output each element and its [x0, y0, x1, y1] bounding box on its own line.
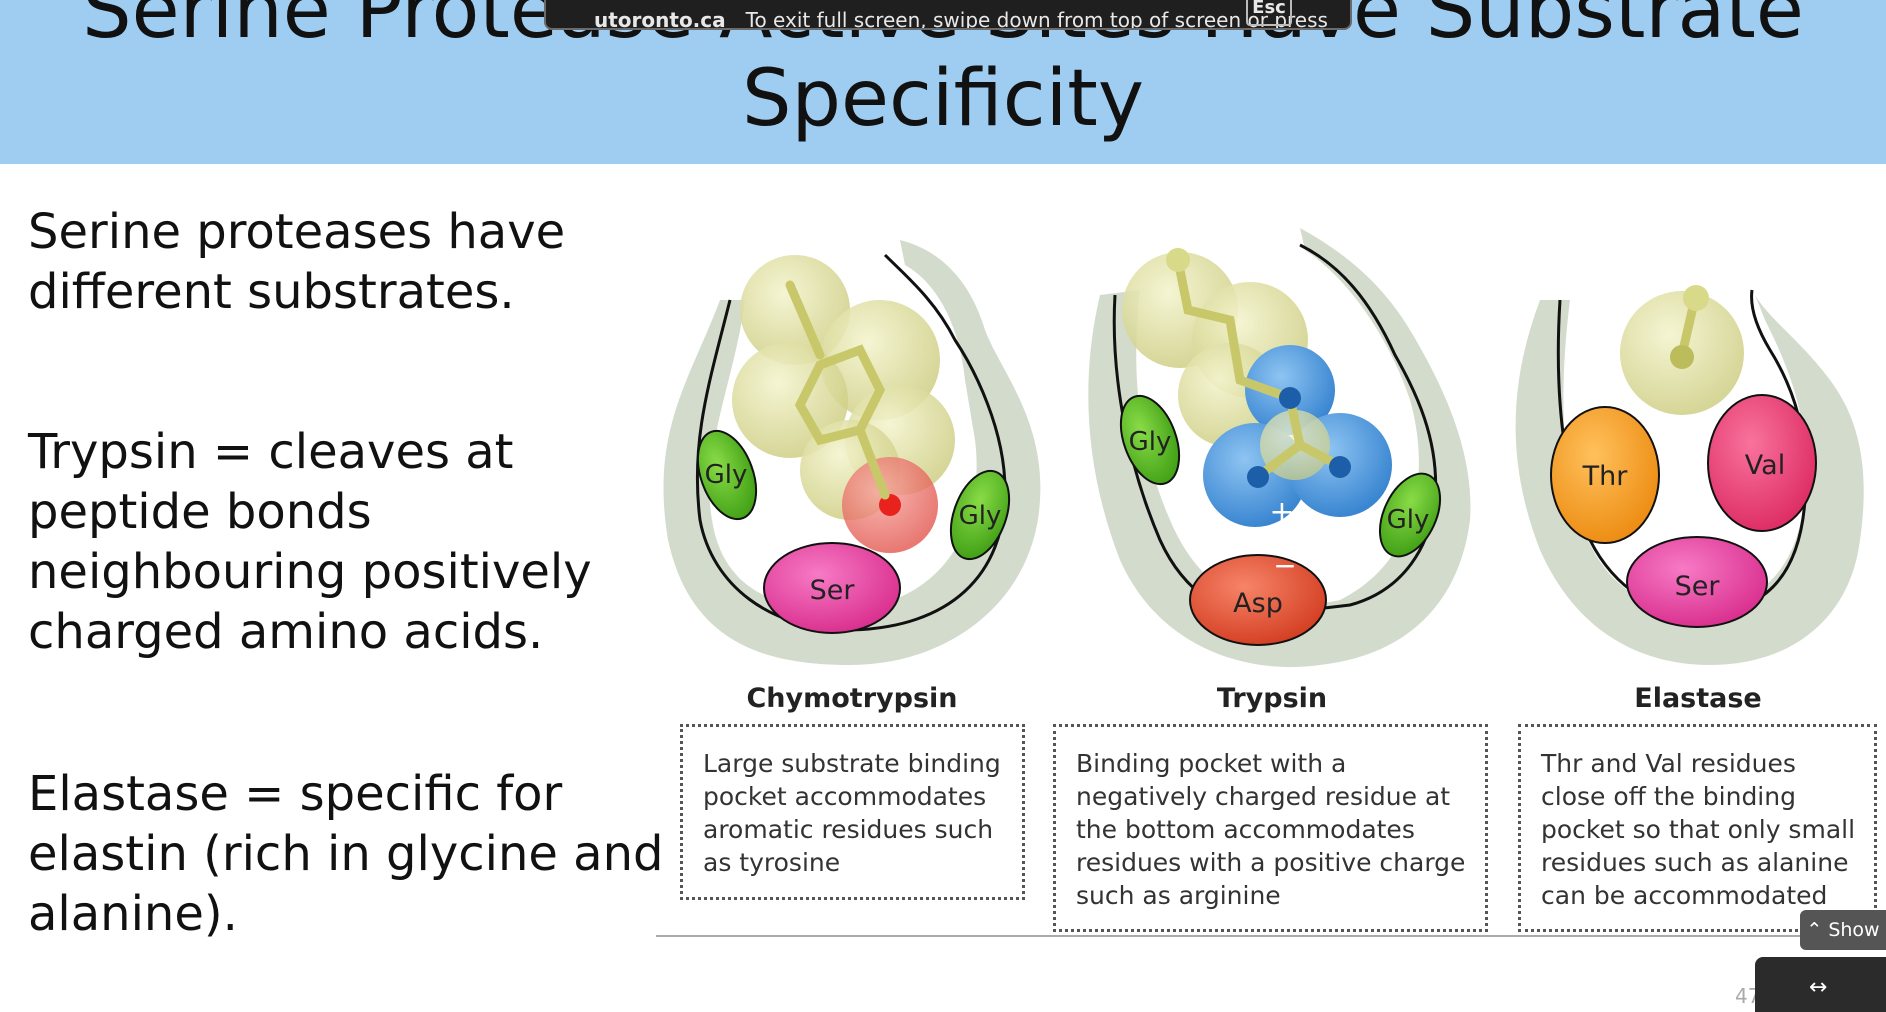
show-button-label: Show: [1828, 919, 1880, 941]
gly-label-left: Gly: [705, 460, 748, 490]
chymotrypsin-pocket: Gly Gly Ser: [663, 240, 1041, 665]
chymotrypsin-pocket-outline: [695, 253, 1007, 632]
thr-residue: [1550, 406, 1660, 544]
thr-label: Thr: [1582, 461, 1629, 492]
bullet-elastase: Elastase = specific for elastin (rich in…: [28, 766, 664, 942]
esc-key-hint[interactable]: Esc: [1246, 0, 1292, 26]
negative-charge-sign: −: [1273, 549, 1296, 582]
alanine-substrate: [1620, 285, 1744, 415]
trypsin-gly-right: [1378, 472, 1442, 558]
fullscreen-exit-banner: utoronto.ca To exit full screen, swipe d…: [544, 0, 1352, 30]
gly-residue-left: [696, 429, 758, 521]
elastase-ser-label: Ser: [1675, 571, 1721, 602]
elastase-pocket-shape: [1515, 295, 1864, 665]
gly-label-right: Gly: [959, 501, 1002, 531]
elastase-ser-residue: [1626, 536, 1768, 628]
trypsin-pocket: + Gly Gly − Asp: [1088, 228, 1471, 668]
gly-residue-right: [949, 469, 1011, 561]
banner-domain: utoronto.ca: [594, 8, 726, 30]
description-elastase: Thr and Val residues close off the bindi…: [1518, 724, 1877, 932]
asp-label: Asp: [1233, 588, 1283, 619]
bullet-trypsin: Trypsin = cleaves at peptide bonds neigh…: [28, 424, 592, 660]
slide-divider: [656, 935, 1886, 937]
expand-arrows-icon[interactable]: ↔: [1809, 975, 1828, 1000]
slide-title-line2: Specificity: [742, 54, 1144, 144]
positive-charge-sign: +: [1269, 495, 1294, 530]
arginine-substrate: +: [1122, 248, 1392, 530]
trypsin-pocket-outline: [1112, 243, 1438, 618]
description-trypsin: Binding pocket with a negatively charged…: [1053, 724, 1488, 932]
trypsin-pocket-shape: [1088, 228, 1471, 668]
trypsin-gly-left: [1119, 394, 1181, 486]
show-controls-button[interactable]: ⌃ Show: [1800, 910, 1886, 950]
ser-residue: [763, 542, 901, 634]
ser-label: Ser: [810, 575, 856, 606]
val-label: Val: [1745, 450, 1785, 481]
panel-title-chymotrypsin: Chymotrypsin: [746, 683, 958, 714]
val-residue: [1707, 394, 1817, 532]
banner-message: To exit full screen, swipe down from top…: [745, 8, 1328, 30]
tyrosine-substrate: [732, 255, 955, 553]
description-chymotrypsin: Large substrate binding pocket accommoda…: [680, 724, 1025, 900]
elastase-pocket: Thr Val Ser: [1515, 285, 1864, 665]
panel-title-trypsin: Trypsin: [1216, 683, 1328, 714]
video-thumbnail[interactable]: ↔: [1755, 957, 1886, 1012]
trypsin-gly-label-left: Gly: [1129, 427, 1172, 457]
trypsin-gly-label-right: Gly: [1387, 505, 1430, 535]
bullet-substrates: Serine proteases have different substrat…: [28, 204, 566, 320]
chevron-up-icon: ⌃: [1806, 919, 1823, 941]
asp-residue: [1189, 554, 1327, 646]
panel-title-elastase: Elastase: [1634, 683, 1762, 714]
